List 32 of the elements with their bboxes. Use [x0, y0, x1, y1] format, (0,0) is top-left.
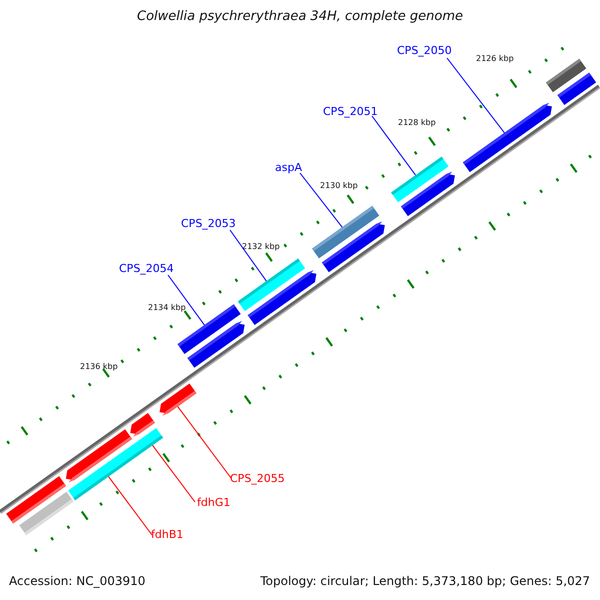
leader-line	[177, 406, 232, 478]
chart-title: Colwellia psychrerythraea 34H, complete genome	[136, 9, 464, 25]
leader-line	[446, 58, 505, 134]
leader-line	[152, 444, 196, 502]
scale-label: 2132 kbp	[242, 242, 280, 252]
gene-bar	[312, 206, 380, 258]
gene-label: CPS_2050	[397, 44, 452, 58]
leader-line	[300, 172, 343, 228]
gene-label: CPS_2054	[119, 262, 174, 276]
gene-bar	[238, 258, 306, 312]
accession-label: Accession: NC_003910	[9, 574, 146, 588]
gene-bar	[462, 102, 552, 172]
gene-label: CPS_2051	[323, 105, 378, 118]
scale-label: 2136 kbp	[80, 362, 118, 372]
genome-stats-label: Topology: circular; Length: 5,373,180 bp; Genes: 5,027	[260, 574, 590, 588]
scale-label: 2134 kbp	[148, 303, 186, 313]
scale-label: 2128 kbp	[398, 118, 436, 128]
gene-label: CPS_2055	[230, 472, 285, 486]
gene-bar	[68, 443, 142, 500]
gene-bar	[135, 428, 164, 453]
leader-line	[108, 476, 152, 536]
gene-label: fdhB1	[151, 528, 184, 542]
gene-label: CPS_2053	[181, 217, 236, 230]
gene-bar	[391, 156, 449, 202]
scale-label: 2130 kbp	[320, 181, 358, 191]
scale-label: 2126 kbp	[476, 54, 514, 64]
gene-bar	[160, 383, 196, 416]
leader-line	[168, 274, 205, 326]
gene-label: fdhG1	[197, 496, 230, 510]
leader-line	[372, 116, 416, 176]
gene-label: aspA	[275, 161, 302, 174]
leader-line	[230, 230, 267, 282]
